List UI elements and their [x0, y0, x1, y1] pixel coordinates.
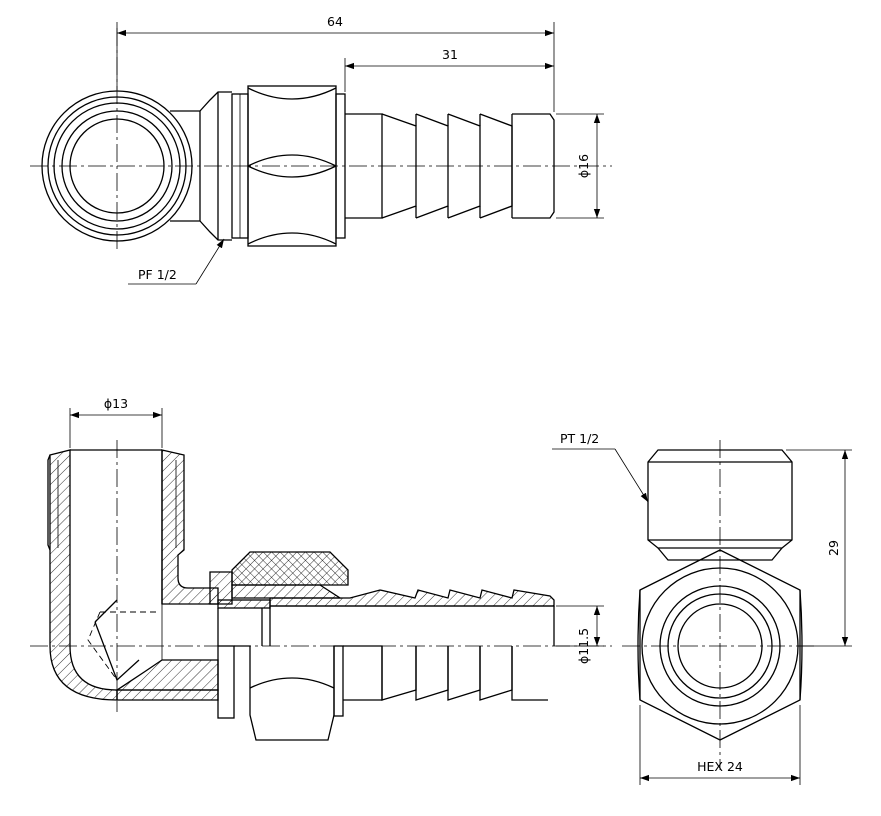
dimension-phi13-label: ϕ13 [104, 396, 128, 411]
dimension-31: 31 [344, 47, 554, 92]
dimension-29-label: 29 [826, 540, 841, 556]
section-view: ϕ13 ϕ11.5 [30, 396, 612, 741]
union-nut-section [209, 551, 349, 609]
hose-barb [345, 113, 555, 219]
hex-end [637, 549, 803, 741]
elbow-section [47, 449, 219, 701]
dimension-phi16-label: ϕ16 [576, 154, 591, 178]
dimension-hex24: HEX 24 [639, 705, 801, 785]
pf-thread-label: PF 1/2 [138, 267, 177, 282]
dimension-64-label: 64 [327, 14, 343, 29]
lower-half-outline [217, 645, 548, 741]
top-view: 64 31 ϕ16 PF 1/2 [30, 14, 612, 285]
elbow-circle [41, 90, 193, 242]
dimension-phi13: ϕ13 [69, 396, 163, 448]
male-thread [647, 449, 793, 561]
pt-thread-label: PT 1/2 [560, 431, 599, 446]
pf-thread-callout: PF 1/2 [128, 238, 225, 285]
pt-thread-callout: PT 1/2 [552, 431, 649, 503]
dimension-29: 29 [786, 449, 852, 647]
dimension-phi16: ϕ16 [556, 113, 604, 219]
dimension-64: 64 [116, 14, 555, 112]
dimension-hex24-label: HEX 24 [697, 759, 743, 774]
side-view: 29 HEX 24 PT 1/2 [552, 431, 852, 785]
dimension-phi11-5-label: ϕ11.5 [576, 628, 591, 664]
dimension-phi11-5: ϕ11.5 [556, 605, 604, 664]
dimension-31-label: 31 [442, 47, 458, 62]
hex-nut [247, 85, 346, 247]
barb-section [217, 589, 555, 646]
